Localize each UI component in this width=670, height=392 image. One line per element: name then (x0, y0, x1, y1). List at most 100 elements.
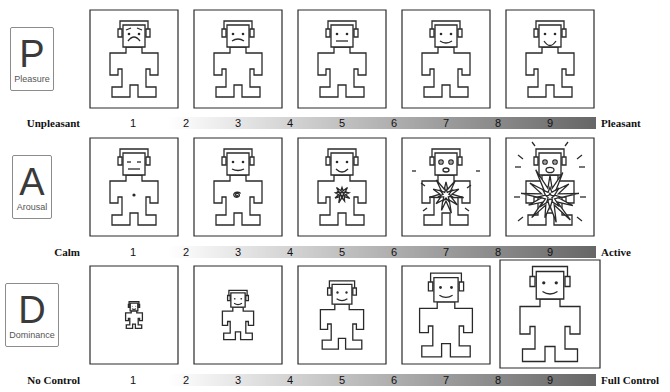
manikin-body (420, 302, 473, 357)
manikin-frame (90, 10, 178, 108)
arousal-burst (546, 193, 555, 201)
manikin-mouth (232, 169, 244, 171)
manikin-ear (458, 157, 462, 165)
arousal-burst (538, 187, 561, 208)
manikin-mouth (336, 169, 348, 172)
manikin-ear (328, 288, 332, 295)
manikin-eye (242, 161, 245, 164)
manikin-head (435, 25, 457, 47)
manikin-head (332, 284, 352, 304)
motion-line (565, 142, 568, 146)
manikin-figure (222, 290, 253, 339)
manikin-frame (298, 138, 386, 236)
manikin-ear (459, 282, 463, 291)
manikin-ear (430, 29, 434, 37)
manikin-eye (553, 160, 557, 164)
motion-line (577, 217, 582, 221)
manikin-body (526, 47, 574, 97)
manikin-eye (450, 33, 453, 36)
scale-number: 4 (287, 117, 293, 130)
manikin-ear (534, 157, 538, 165)
manikin-eye (449, 160, 453, 164)
motion-line (514, 196, 520, 197)
manikin-headband (431, 273, 462, 290)
manikin-ear (146, 29, 150, 37)
motion-line (532, 142, 535, 146)
arousal-scribble (234, 192, 241, 197)
scale-number: 6 (391, 117, 397, 130)
manikin-frame (298, 10, 386, 108)
manikin-figure (420, 273, 473, 357)
scale-number: 6 (391, 374, 397, 387)
manikin-frame (506, 138, 594, 236)
manikin-ear (128, 305, 129, 308)
scale-number: 4 (287, 246, 293, 259)
manikin-eye (234, 298, 236, 300)
scale-number: 8 (495, 117, 501, 130)
scale-number: 1 (130, 374, 136, 387)
manikin-body (110, 175, 158, 225)
manikin-ear (458, 29, 462, 37)
manikin-head (434, 278, 458, 302)
manikin-head (227, 153, 249, 175)
manikin-ear (562, 29, 566, 37)
manikin-eye (135, 305, 137, 307)
manikin-body (214, 175, 262, 225)
scale-number: 8 (495, 374, 501, 387)
manikin-eye (242, 33, 245, 36)
manikin-eye (440, 33, 443, 36)
manikin-head (231, 293, 245, 307)
manikin-headband (120, 149, 148, 164)
scale-gradient-bar (168, 117, 596, 129)
manikin-head (536, 272, 564, 300)
manikin-eye (544, 33, 547, 36)
manikin-figure (514, 142, 586, 225)
dimension-box: DDominance (5, 283, 59, 347)
scale-number: 2 (183, 117, 189, 130)
scale-number: 8 (495, 246, 501, 259)
manikin-headband (328, 149, 356, 164)
scale-number: 5 (339, 374, 345, 387)
manikin-ear (222, 157, 226, 165)
manikin-head (130, 303, 138, 311)
manikin-figure (214, 149, 262, 225)
arousal-burst (338, 191, 345, 198)
manikin-body (318, 175, 366, 225)
scale-number: 3 (235, 246, 241, 259)
manikin-eye (336, 291, 338, 293)
manikin-headband (224, 149, 252, 164)
manikin-eye (336, 161, 339, 164)
manikin-body (318, 47, 366, 97)
manikin-figure (110, 21, 158, 97)
manikin-mouth (439, 295, 452, 297)
manikin-mouth (128, 168, 140, 169)
manikin-eye (439, 160, 443, 164)
manikin-mouth (443, 168, 449, 172)
manikin-ear (222, 29, 226, 37)
manikin-figure (110, 149, 158, 225)
manikin-figure (214, 21, 262, 97)
dimension-box: PPleasure (10, 27, 54, 91)
manikin-pupil (440, 161, 442, 163)
manikin-ear (118, 29, 122, 37)
manikin-ear (250, 29, 254, 37)
manikin-body (320, 304, 363, 349)
manikin-eye (128, 33, 131, 36)
manikin-headband (224, 21, 252, 36)
dimension-name: Dominance (9, 330, 55, 341)
motion-line (518, 217, 523, 221)
motion-line (421, 183, 425, 186)
motion-line (515, 166, 521, 167)
scale-number: 3 (235, 117, 241, 130)
manikin-figure (520, 267, 580, 362)
scale-end-label: Calm (54, 246, 80, 259)
scale-number: 9 (547, 117, 553, 130)
dimension-letter: D (18, 290, 45, 330)
manikin-headband (120, 21, 148, 36)
manikin-eye (336, 33, 339, 36)
manikin-eye (240, 298, 242, 300)
manikin-ear (246, 296, 249, 301)
manikin-ear (565, 277, 570, 287)
motion-line (579, 166, 585, 167)
motion-line (467, 185, 471, 188)
